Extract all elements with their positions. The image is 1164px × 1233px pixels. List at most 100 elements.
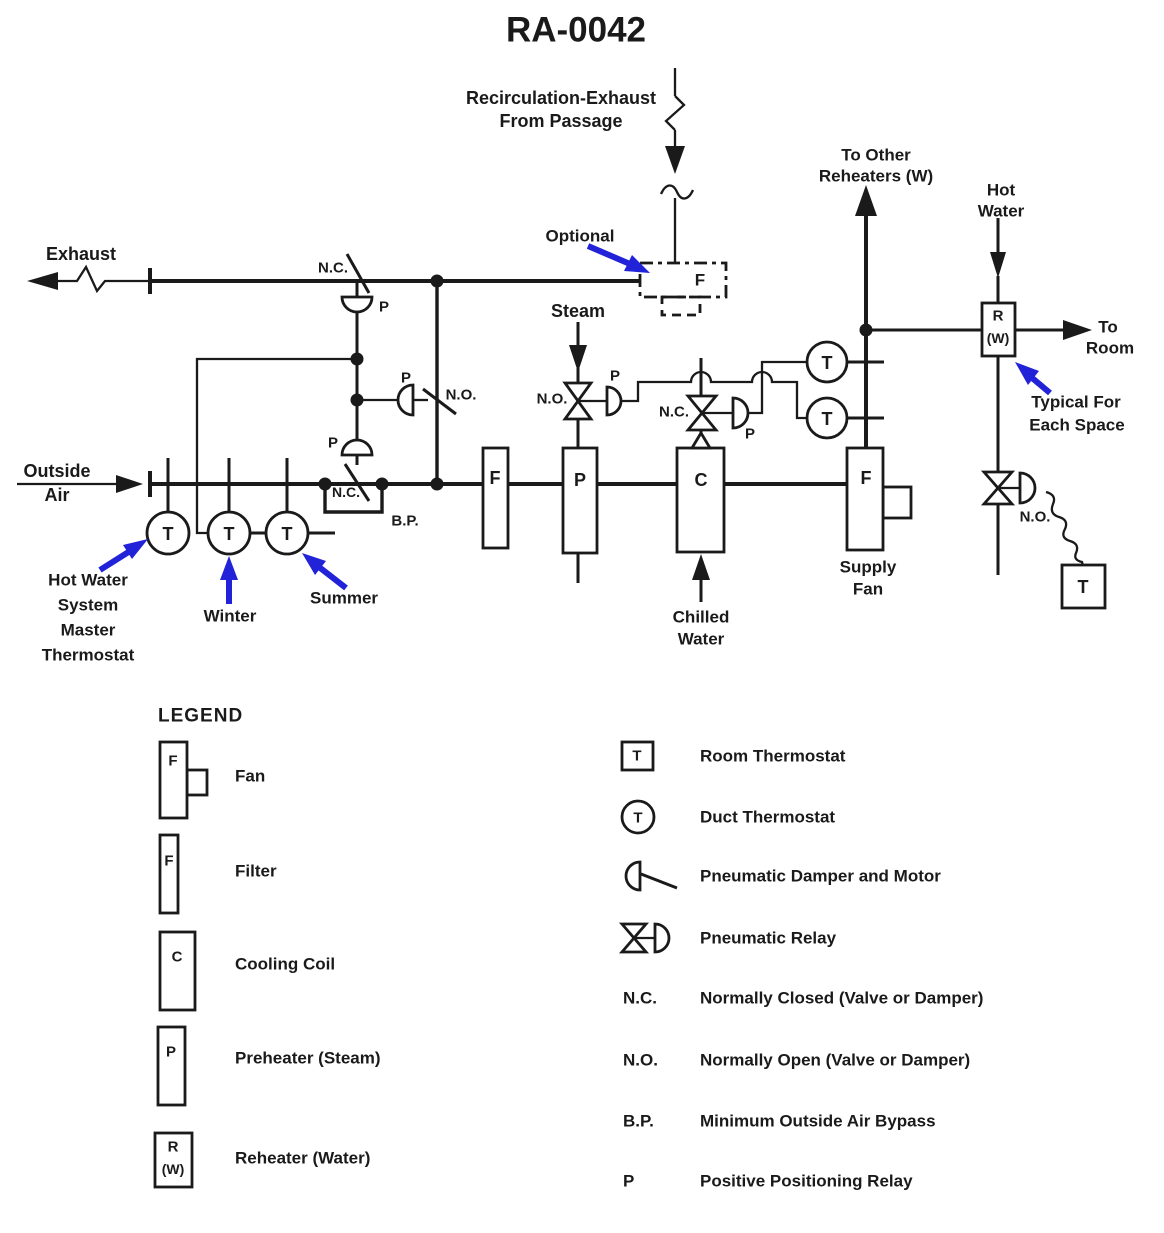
legend-p-label: Positive Positioning Relay bbox=[700, 1172, 913, 1191]
legend-reheater-tag2: (W) bbox=[162, 1161, 185, 1177]
tag-cooling-coil: C bbox=[695, 470, 708, 490]
label-winter: Winter bbox=[204, 607, 257, 626]
label-recirc-2: From Passage bbox=[499, 111, 622, 131]
chilled-water-valve bbox=[685, 394, 719, 432]
master-callout-shaft bbox=[98, 548, 132, 573]
label-outside-air-2: Air bbox=[44, 485, 69, 505]
label-supply-fan-1: Supply bbox=[840, 558, 897, 577]
valves bbox=[562, 381, 1016, 506]
tilde-break bbox=[659, 184, 695, 200]
duct-lines bbox=[148, 216, 868, 497]
tag-nc-exhaust: N.C. bbox=[318, 260, 348, 277]
legend-fan-tag: F bbox=[168, 753, 177, 770]
exhaust-damper-blade bbox=[345, 253, 371, 294]
legend-room-thermostat-symbol: T bbox=[620, 740, 655, 772]
tag-p-oa: P bbox=[328, 435, 338, 452]
duct-thermostats bbox=[145, 340, 849, 556]
legend-p-abbr: P bbox=[623, 1172, 634, 1191]
oa-damper-motor bbox=[340, 438, 374, 457]
filter bbox=[481, 446, 510, 550]
label-typical-1: Typical For bbox=[1031, 393, 1121, 412]
optional-fan-box bbox=[638, 261, 728, 299]
riser-arrow bbox=[855, 185, 877, 216]
steam-valve-relay bbox=[605, 385, 623, 417]
winter-callout-head bbox=[220, 556, 238, 580]
steam-arrow bbox=[569, 345, 587, 372]
typical-callout-head bbox=[1015, 362, 1039, 385]
label-to-room-1: To bbox=[1098, 318, 1118, 337]
tag-nc-cw: N.C. bbox=[659, 404, 689, 421]
pneumatic-actuators bbox=[340, 295, 1037, 505]
optional-callout-head bbox=[624, 255, 650, 273]
legend-cooling-coil-symbol: C bbox=[158, 930, 197, 1012]
line-breaks bbox=[17, 68, 1085, 567]
supply-duct-thermostat-1 bbox=[805, 340, 849, 384]
tag-filter: F bbox=[490, 468, 501, 488]
cw-valve-relay bbox=[731, 396, 750, 430]
winter-thermostat bbox=[206, 510, 252, 556]
legend-duct-thermostat-label: Duct Thermostat bbox=[700, 808, 835, 827]
callout-arrows bbox=[98, 243, 1052, 604]
pipes-and-stems bbox=[166, 198, 1065, 602]
legend-cooling-tag: C bbox=[172, 949, 183, 966]
master-callout-head bbox=[123, 539, 148, 559]
typical-callout-shaft bbox=[1029, 374, 1052, 396]
label-recirc-1: Recirculation-Exhaust bbox=[466, 88, 656, 108]
legend-pneumatic-relay-label: Pneumatic Relay bbox=[700, 929, 837, 948]
exhaust-zigzag bbox=[58, 264, 150, 294]
legend-bp-abbr: B.P. bbox=[623, 1112, 654, 1131]
tag-optional-fan: F bbox=[695, 271, 705, 290]
summer-callout-shaft bbox=[317, 564, 348, 591]
damper-blades bbox=[343, 253, 457, 502]
tag-p-exhaust: P bbox=[379, 299, 389, 316]
label-steam: Steam bbox=[551, 301, 605, 321]
recirc-arrow bbox=[665, 146, 685, 174]
master-thermostat bbox=[145, 510, 191, 556]
legend-nc-abbr: N.C. bbox=[623, 989, 657, 1008]
optional-fan bbox=[638, 261, 728, 317]
label-reheaters-1: To Other bbox=[841, 146, 911, 165]
legend: LEGEND F Fan F Filter C Cooling Coil P P… bbox=[153, 706, 983, 1191]
tag-preheater: P bbox=[574, 470, 586, 490]
label-outside-air-1: Outside bbox=[23, 461, 90, 481]
hot-water-arrow bbox=[990, 252, 1006, 278]
legend-bp-label: Minimum Outside Air Bypass bbox=[700, 1112, 936, 1131]
label-exhaust: Exhaust bbox=[46, 244, 116, 264]
exhaust-damper-motor bbox=[340, 295, 374, 314]
label-bp: B.P. bbox=[391, 513, 418, 530]
junction-dots bbox=[318, 274, 873, 491]
capillary-squiggle bbox=[1045, 490, 1085, 567]
legend-no-label: Normally Open (Valve or Damper) bbox=[700, 1051, 970, 1070]
tag-p-steam: P bbox=[610, 368, 620, 385]
label-master-3: Master bbox=[61, 621, 116, 640]
legend-preheater-tag: P bbox=[166, 1044, 176, 1061]
cooling-coil bbox=[675, 430, 726, 554]
mixing-damper-blade bbox=[422, 387, 457, 416]
legend-fan-label: Fan bbox=[235, 767, 265, 786]
legend-fan-symbol: F bbox=[158, 740, 209, 820]
tag-reheater-r: R bbox=[993, 308, 1004, 325]
legend-filter-label: Filter bbox=[235, 862, 277, 881]
reheat-valve bbox=[980, 470, 1016, 506]
label-master-2: System bbox=[58, 596, 118, 615]
label-supply-fan-2: Fan bbox=[853, 580, 883, 599]
legend-pneumatic-relay-symbol bbox=[618, 922, 671, 954]
minimum-oa-bypass bbox=[323, 484, 384, 514]
optional-callout-shaft bbox=[586, 243, 632, 267]
tag-reheater-w: (W) bbox=[987, 330, 1010, 346]
label-master-1: Hot Water bbox=[48, 571, 128, 590]
tag-t-duct-2: T bbox=[822, 409, 833, 429]
steam-control-line bbox=[621, 370, 807, 420]
chilled-water-arrow bbox=[692, 554, 710, 580]
label-hot-water-2: Water bbox=[978, 202, 1025, 221]
legend-filter-tag: F bbox=[164, 853, 173, 870]
tag-t-winter: T bbox=[224, 524, 235, 544]
label-chilled-1: Chilled bbox=[673, 608, 730, 627]
label-hot-water-1: Hot bbox=[987, 181, 1016, 200]
legend-reheater-label: Reheater (Water) bbox=[235, 1149, 370, 1168]
supply-fan bbox=[845, 446, 913, 552]
legend-preheater-label: Preheater (Steam) bbox=[235, 1049, 381, 1068]
label-to-room-2: Room bbox=[1086, 339, 1134, 358]
